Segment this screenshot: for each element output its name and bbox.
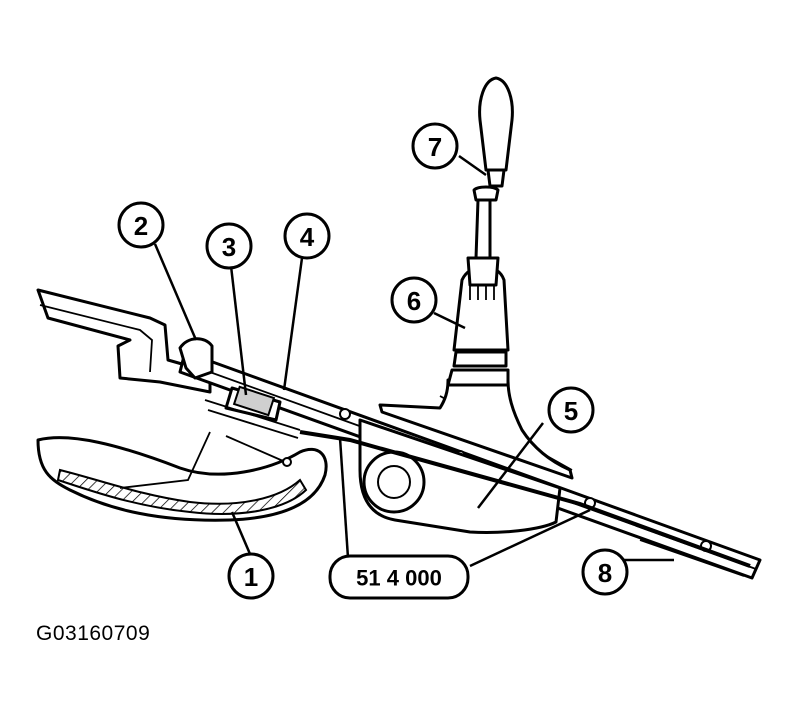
callout-7: 7	[411, 122, 459, 170]
callout-1: 1	[227, 552, 275, 600]
figure-id: G03160709	[36, 622, 151, 645]
callout-2-label: 2	[134, 211, 148, 241]
callout-6-label: 6	[407, 286, 421, 316]
callout-2: 2	[117, 201, 165, 249]
callout-5-label: 5	[564, 396, 578, 426]
seal-strip	[36, 431, 328, 522]
callout-4: 4	[283, 212, 331, 260]
reference-label-box: 51 4 000	[328, 554, 470, 600]
callout-4-label: 4	[300, 222, 315, 252]
callout-7-label: 7	[428, 132, 442, 162]
leader-lines	[153, 154, 674, 568]
callout-6: 6	[390, 276, 438, 324]
body-panel	[36, 288, 212, 394]
antenna-mast	[472, 76, 514, 260]
antenna-base	[378, 256, 574, 480]
callout-5: 5	[547, 386, 595, 434]
callout-8: 8	[581, 548, 629, 596]
callout-3-label: 3	[222, 232, 236, 262]
clip-bracket	[178, 337, 301, 439]
callout-1-label: 1	[244, 562, 258, 592]
reference-label: 51 4 000	[356, 566, 442, 591]
callout-3: 3	[205, 222, 253, 270]
callout-8-label: 8	[598, 558, 612, 588]
cable	[299, 430, 751, 577]
